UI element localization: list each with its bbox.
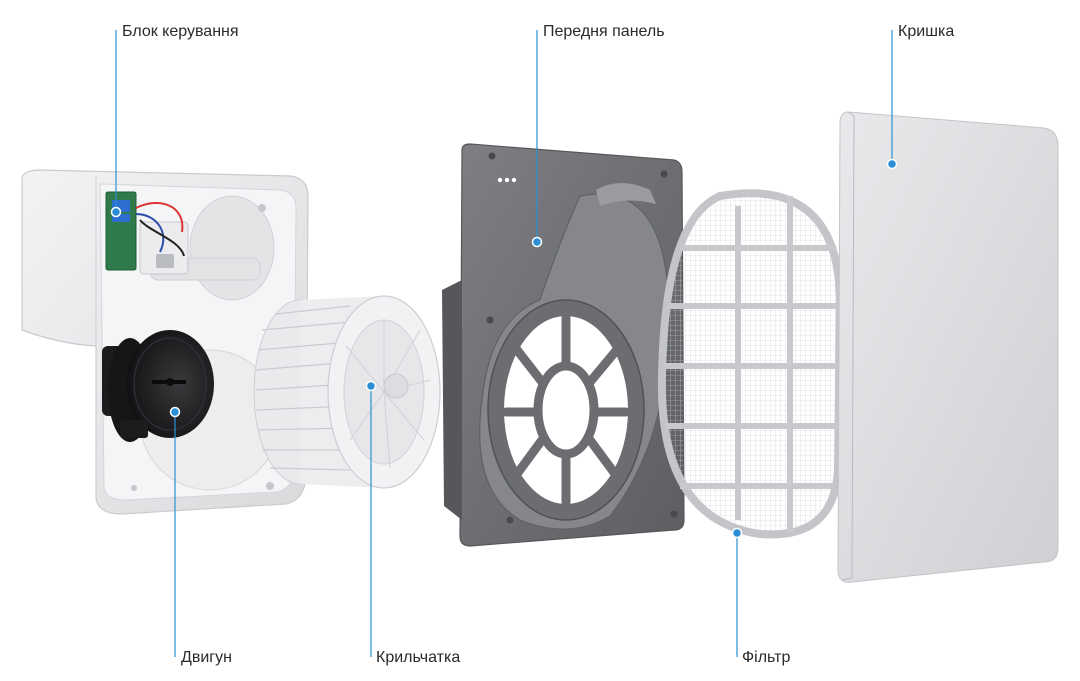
label-control-unit: Блок керування	[122, 23, 239, 40]
front-panel	[442, 143, 685, 547]
motor	[102, 330, 214, 442]
filter	[657, 189, 845, 539]
dot-motor	[169, 406, 181, 418]
dot-filter	[731, 527, 743, 539]
dot-impeller	[365, 380, 377, 392]
dot-cover	[886, 158, 898, 170]
dot-front-panel	[531, 236, 543, 248]
leader-lines	[115, 30, 893, 657]
control-unit	[105, 191, 189, 275]
impeller	[253, 295, 441, 489]
label-cover: Кришка	[898, 23, 955, 40]
label-impeller: Крильчатка	[376, 649, 461, 666]
label-motor: Двигун	[181, 649, 232, 666]
cover	[837, 111, 1059, 583]
label-filter: Фільтр	[742, 649, 791, 666]
dot-control-unit	[110, 206, 122, 218]
leader-dots	[110, 158, 898, 539]
label-front-panel: Передня панель	[543, 23, 665, 40]
